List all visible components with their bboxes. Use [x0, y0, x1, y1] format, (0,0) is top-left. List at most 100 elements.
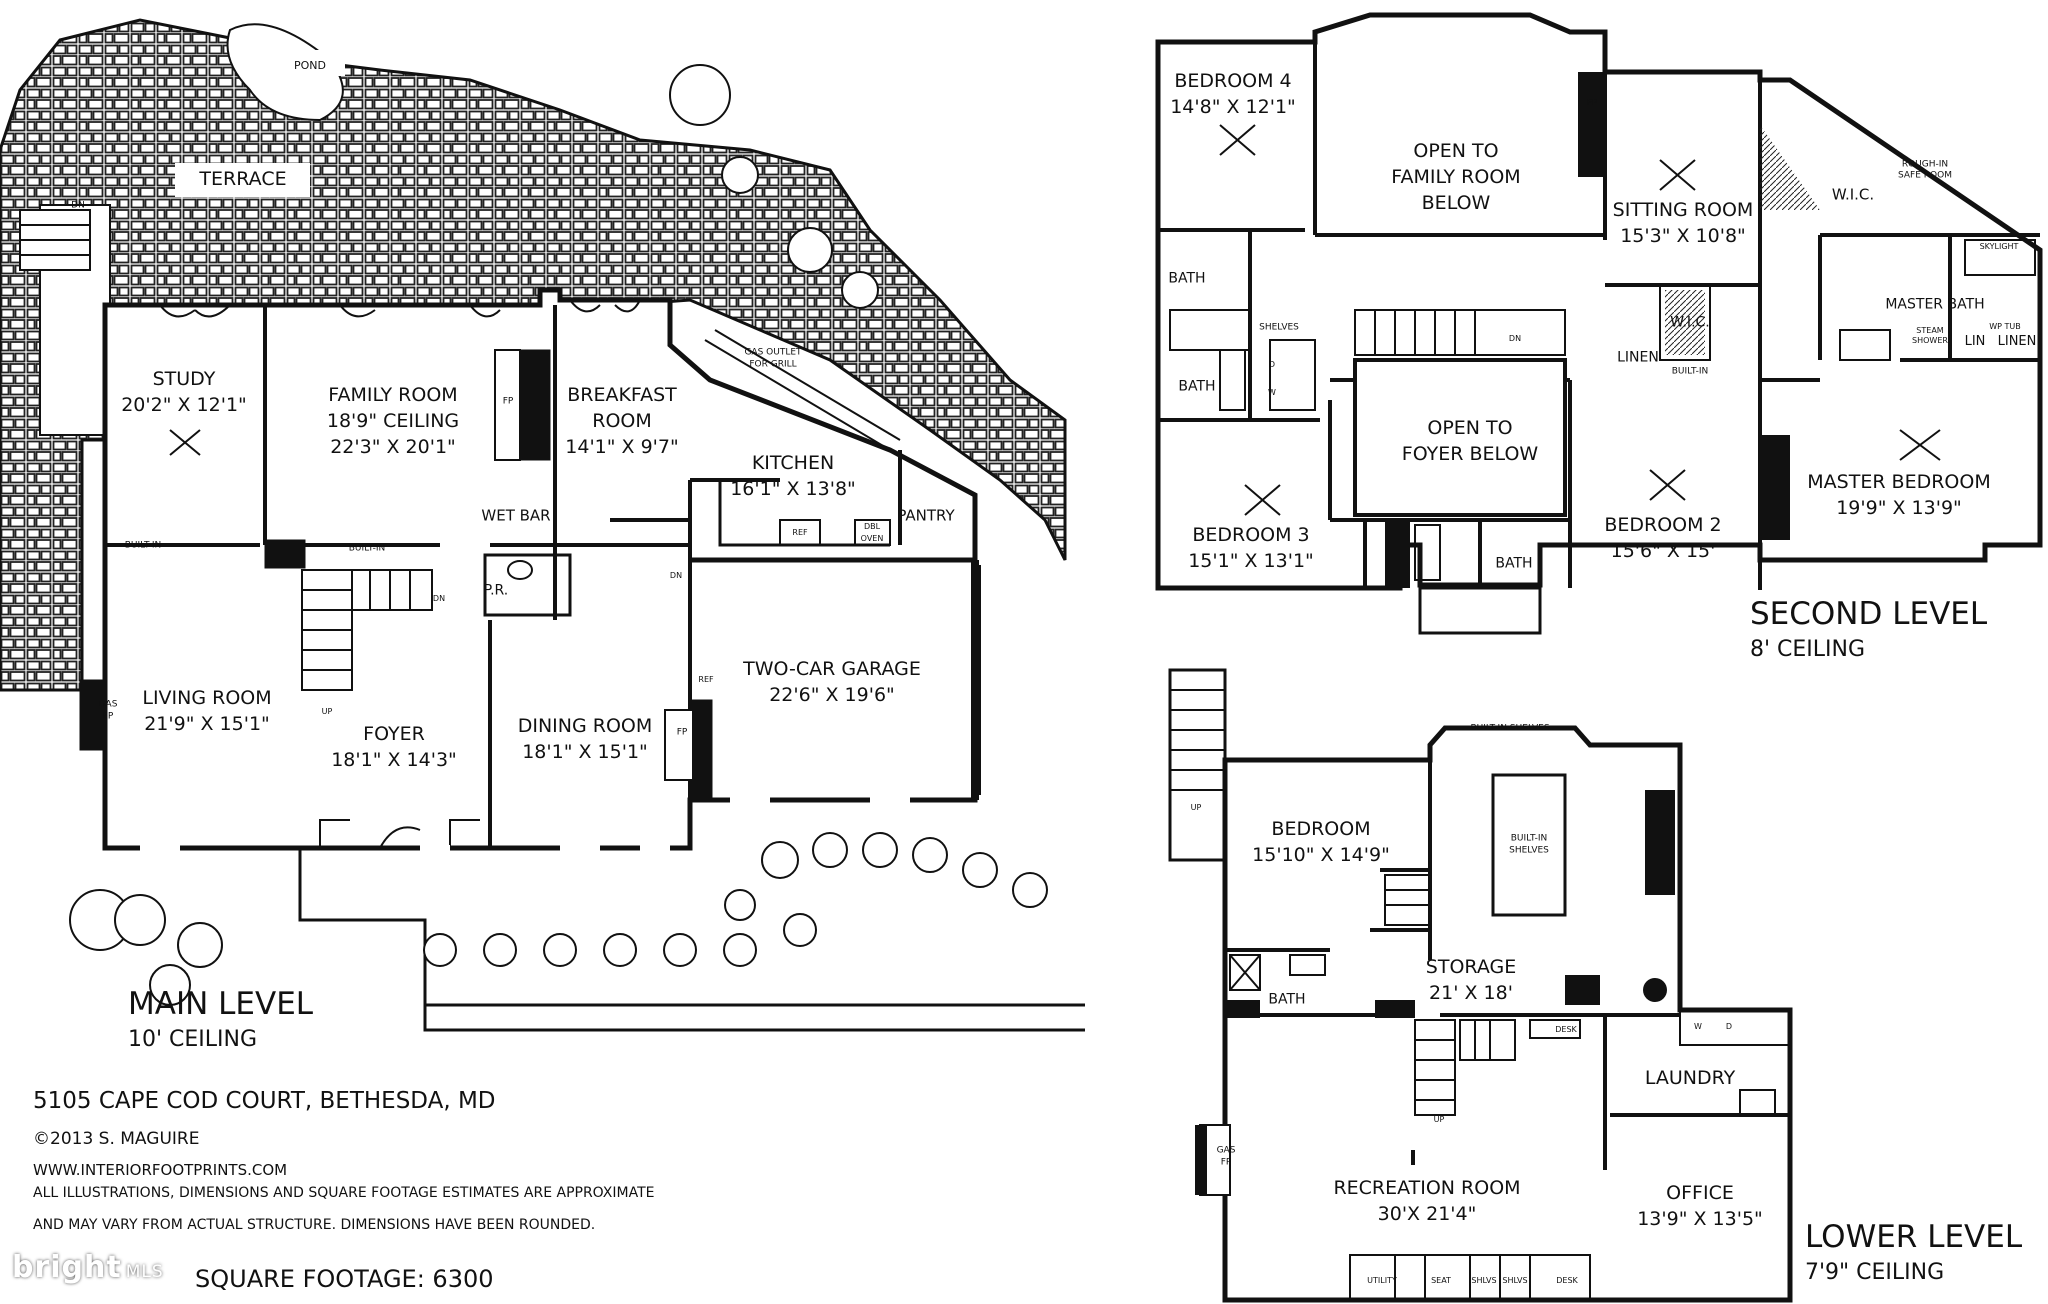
main-level-plan [0, 18, 1085, 1032]
lower-bedroom-dimensions: 15'10" X 14'9" [1252, 844, 1390, 867]
office-dimensions: 13'9" X 13'5" [1637, 1208, 1763, 1231]
built-in-shelves-top-label: BUILT-IN SHELVES [1470, 723, 1550, 734]
terrace-label: TERRACE [199, 168, 287, 191]
kitchen-dimensions: 16'1" X 13'8" [730, 478, 856, 501]
open-foyer-label-2: FOYER BELOW [1401, 443, 1539, 466]
shower-label: SHOWER [1912, 336, 1948, 345]
utility-label: UTILITY [1367, 1276, 1397, 1285]
family-room-label: FAMILY ROOM [328, 384, 458, 407]
lower-level-plan [1168, 668, 1793, 1303]
gas-outlet-label: GAS OUTLET [744, 347, 802, 358]
lower-level-title: LOWER LEVEL [1805, 1219, 2023, 1255]
study-label: STUDY [152, 368, 216, 391]
family-fireplace-label: FP [502, 396, 514, 407]
bedroom-4-label: BEDROOM 4 [1174, 70, 1292, 93]
double-oven-label: DBL [863, 522, 881, 531]
lower-dryer-label: D [1725, 1022, 1733, 1031]
laundry-label: LAUNDRY [1644, 1067, 1736, 1090]
open-family-label: OPEN TO [1413, 140, 1499, 163]
website: WWW.INTERIORFOOTPRINTS.COM [33, 1161, 288, 1179]
study-dimensions: 20'2" X 12'1" [121, 394, 247, 417]
breakfast-room-label: BREAKFAST [567, 384, 677, 407]
garage-label: TWO-CAR GARAGE [743, 658, 921, 681]
lower-fireplace-label: FP [1220, 1157, 1232, 1168]
open-family-label-2: FAMILY ROOM [1391, 166, 1521, 189]
garage-dn-label: DN [669, 571, 683, 580]
terrace-dn-label: DN [71, 200, 85, 211]
second-level-ceiling: 8' CEILING [1750, 637, 1866, 662]
garage-dimensions: 22'6" X 19'6" [769, 684, 895, 707]
foyer-label: FOYER [363, 723, 425, 746]
office-label: OFFICE [1666, 1182, 1734, 1205]
bedroom-2-dimensions: 15'6" X 15' [1610, 540, 1716, 563]
lower-washer-label: W [1694, 1022, 1702, 1031]
lower-bedroom-label: BEDROOM [1271, 818, 1371, 841]
washer-label: W [1268, 388, 1276, 397]
sitting-room-label: SITTING ROOM [1612, 199, 1754, 222]
copyright: ©2013 S. MAGUIRE [33, 1129, 200, 1149]
skylight-label: SKYLIGHT [1979, 242, 2019, 251]
wet-bar-label: WET BAR [481, 506, 551, 525]
shelves-label-1: SHLVS [1471, 1276, 1497, 1285]
disclaimer-line-1: ALL ILLUSTRATIONS, DIMENSIONS AND SQUARE… [33, 1185, 655, 1201]
living-fireplace-label: FP [102, 711, 114, 722]
breakfast-room-dimensions: 14'1" X 9'7" [565, 436, 679, 459]
breakfast-room-label-2: ROOM [592, 410, 652, 433]
dining-room-label: DINING ROOM [517, 715, 653, 738]
bedroom-3-label: BEDROOM 3 [1192, 524, 1310, 547]
bedroom-2-label: BEDROOM 2 [1604, 514, 1722, 537]
second-dn-label: DN [1508, 334, 1522, 343]
bath-2-label: BATH [1178, 378, 1216, 395]
linen-label: LINEN [1617, 349, 1659, 366]
built-in-label: BUILT-IN [1671, 366, 1709, 377]
lower-bath-label: BATH [1268, 991, 1306, 1008]
bedroom-4-dimensions: 14'8" X 12'1" [1170, 96, 1296, 119]
storage-dimensions: 21' X 18' [1429, 982, 1513, 1005]
shelves-label: SHELVES [1259, 322, 1299, 333]
recreation-room-dimensions: 30'X 21'4" [1377, 1203, 1477, 1226]
interior-stair-up-label: UP [1433, 1115, 1445, 1124]
built-in-label-2: BUILT-IN [348, 543, 386, 554]
for-grill-label: FOR GRILL [749, 359, 797, 370]
built-in-label-lower: BUILT-IN [1510, 833, 1548, 844]
stair-up-label: UP [321, 707, 333, 716]
rough-in-label: ROUGH-IN [1901, 159, 1949, 170]
master-bath-label: MASTER BATH [1885, 296, 1985, 313]
master-linen-label: LINEN [1997, 333, 2037, 349]
foyer-dimensions: 18'1" X 14'3" [331, 749, 457, 772]
master-wic-label: W.I.C. [1831, 185, 1875, 204]
recreation-room-label: RECREATION ROOM [1333, 1177, 1521, 1200]
open-family-label-3: BELOW [1421, 192, 1491, 215]
wp-tub-label: WP TUB [1989, 322, 2021, 331]
open-foyer-label: OPEN TO [1427, 417, 1513, 440]
lin-label: LIN [1964, 333, 1986, 349]
dining-fireplace-label: FP [676, 727, 688, 738]
master-bedroom-dimensions: 19'9" X 13'9" [1836, 497, 1962, 520]
main-level-title: MAIN LEVEL [128, 986, 314, 1022]
built-in-label-1: BUILT-IN [124, 540, 162, 551]
lower-level-ceiling: 7'9" CEILING [1805, 1260, 1945, 1285]
family-room-dimensions: 22'3" X 20'1" [330, 436, 456, 459]
second-level-title: SECOND LEVEL [1750, 596, 1988, 632]
dryer-label: D [1268, 360, 1276, 369]
square-footage: SQUARE FOOTAGE: 6300 [195, 1265, 494, 1293]
kitchen-label: KITCHEN [751, 452, 835, 475]
garage-ref-label: REF [698, 675, 714, 684]
disclaimer-line-2: AND MAY VARY FROM ACTUAL STRUCTURE. DIME… [33, 1217, 596, 1233]
desk-label-2: DESK [1556, 1276, 1578, 1285]
steam-label: STEAM [1916, 326, 1944, 335]
master-bedroom-label: MASTER BEDROOM [1807, 471, 1991, 494]
watermark-suffix: MLS [125, 1262, 164, 1282]
shelves-label-lower: SHELVES [1509, 845, 1549, 856]
powder-room-label: P.R. [483, 582, 509, 599]
storage-label: STORAGE [1425, 956, 1517, 979]
bedroom-3-dimensions: 15'1" X 13'1" [1188, 550, 1314, 573]
pond-label: POND [294, 59, 326, 73]
stair-dn-label: DN [432, 594, 446, 603]
seat-label: SEAT [1431, 1276, 1451, 1285]
oven-label: OVEN [860, 534, 884, 543]
second-level-plan [1155, 12, 2043, 635]
bath-1-label: BATH [1168, 270, 1206, 287]
